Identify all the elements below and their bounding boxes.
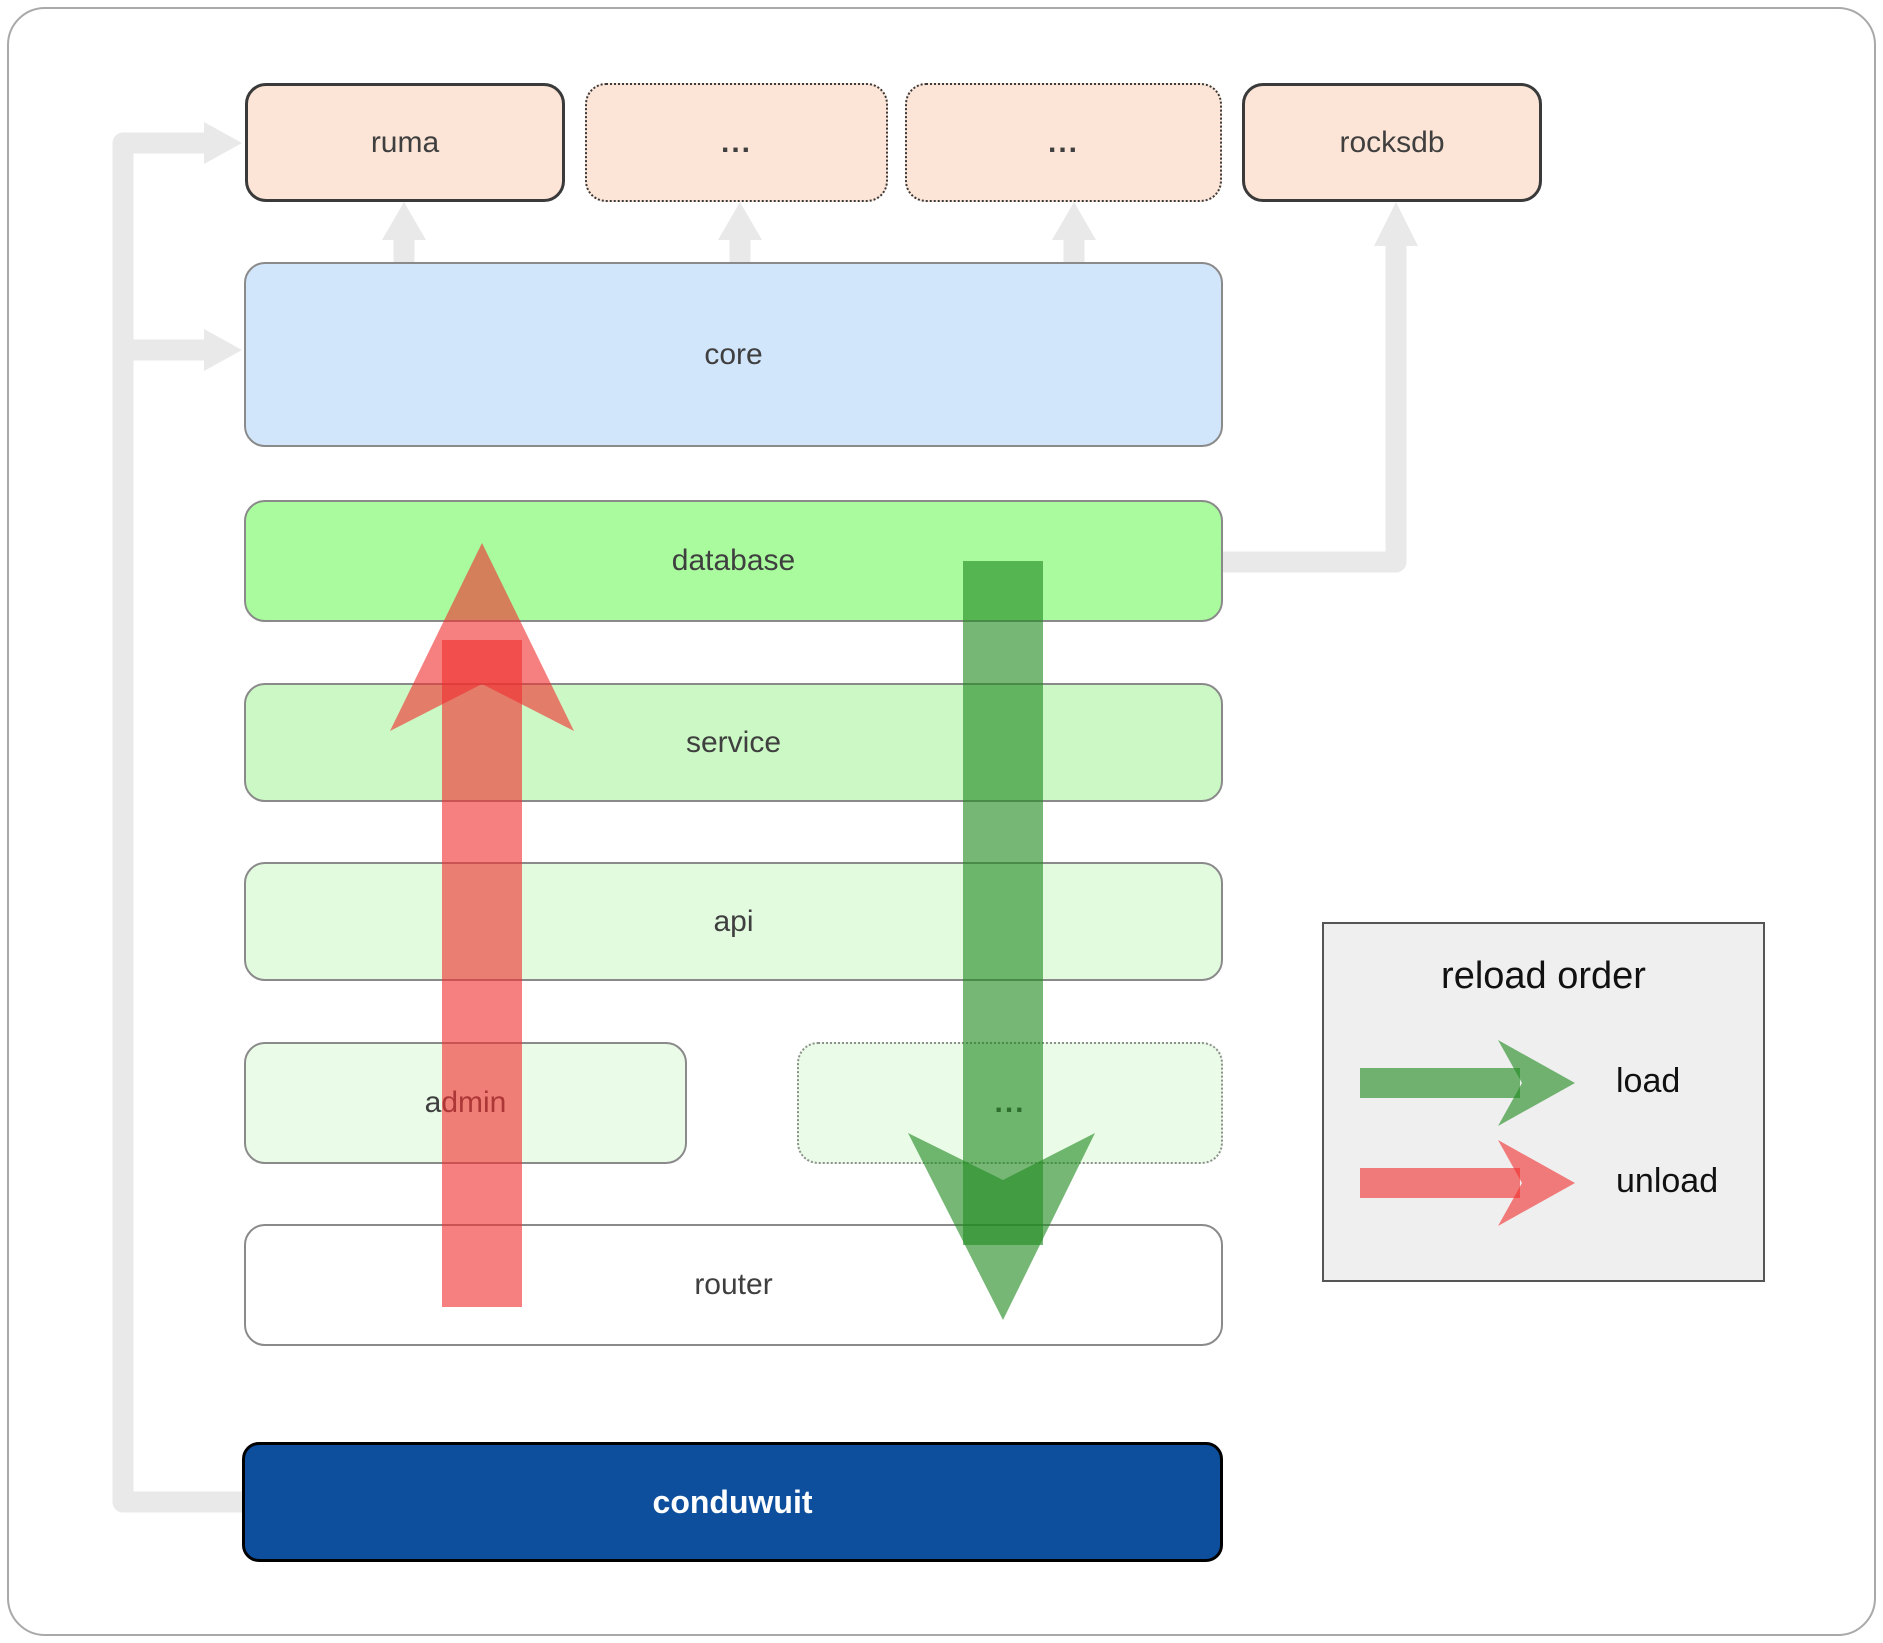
legend-unload-label: unload xyxy=(1616,1162,1719,1200)
node-service: service xyxy=(244,683,1223,802)
node-services-more: ... xyxy=(797,1042,1223,1164)
node-crates-more-2: ... xyxy=(905,83,1222,202)
node-admin: admin xyxy=(244,1042,687,1164)
node-rocksdb: rocksdb xyxy=(1242,83,1542,202)
arrowhead-into-ruma-icon xyxy=(204,122,242,164)
legend-title: reload order xyxy=(1441,955,1646,997)
node-conduwuit: conduwuit xyxy=(242,1442,1223,1562)
node-router: router xyxy=(244,1224,1223,1346)
arrowhead-into-core-icon xyxy=(204,329,242,371)
legend-load-label: load xyxy=(1616,1062,1681,1100)
node-core: core xyxy=(244,262,1223,447)
database-to-rocksdb-connector xyxy=(1223,245,1407,573)
node-database: database xyxy=(244,500,1223,622)
node-crates-more-1: ... xyxy=(585,83,888,202)
arrowhead-core-crate3-icon xyxy=(1052,202,1096,240)
conduwuit-to-ruma-connector xyxy=(112,132,242,1513)
node-ruma: ruma xyxy=(245,83,565,202)
node-api: api xyxy=(244,862,1223,981)
arrowhead-core-crate2-icon xyxy=(718,202,762,240)
arrowhead-into-rocksdb-icon xyxy=(1374,202,1418,246)
arrowhead-core-ruma-icon xyxy=(382,202,426,240)
